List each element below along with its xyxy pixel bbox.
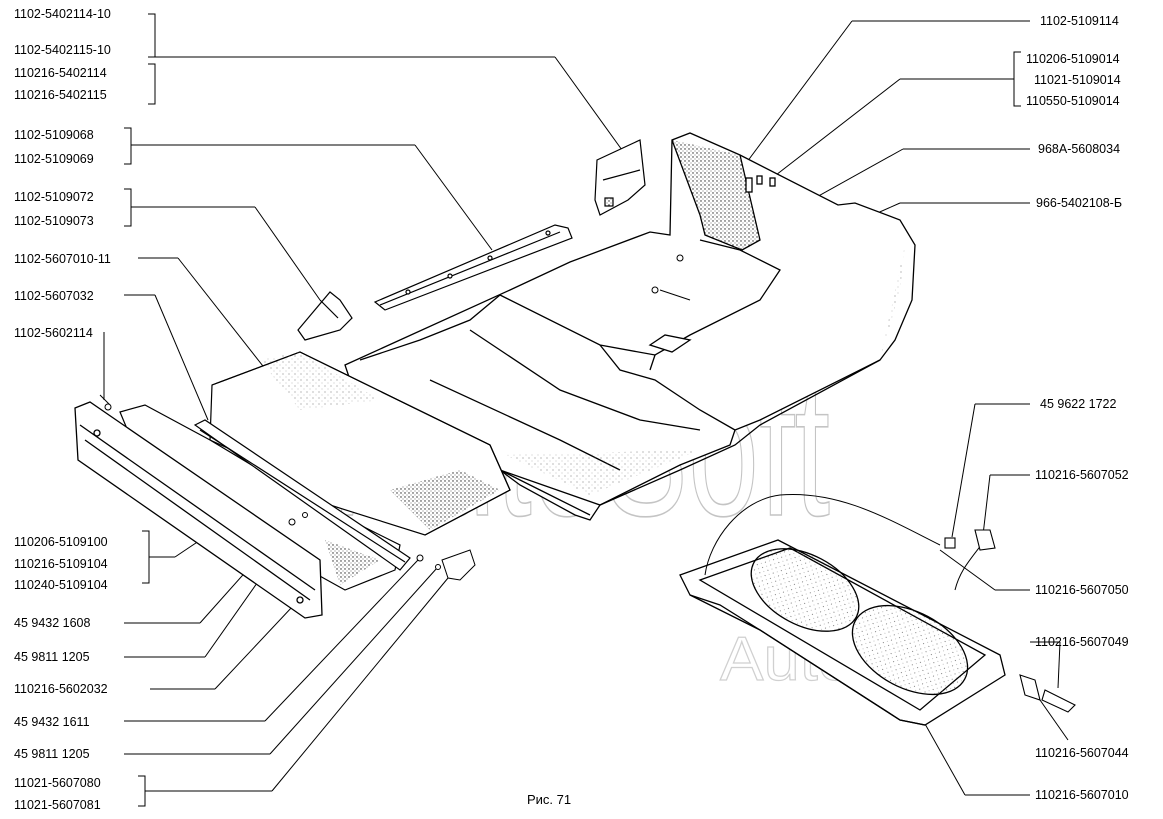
label-part-110550-5109014: 110550-5109014 [1026,94,1120,108]
label-part-11021-5109014: 11021-5109014 [1034,73,1121,87]
label-part-110206-5109014: 110206-5109014 [1026,52,1120,66]
rear-shelf [679,539,1006,726]
label-part-1102-5607010-11: 1102-5607010-11 [14,252,111,266]
trim-strip [373,224,573,311]
label-part-110216-5607050: 110216-5607050 [1035,583,1129,597]
bracket-group-4 [142,530,150,584]
bracket-group-6 [1013,51,1021,107]
bracket-group-5 [138,775,146,807]
label-part-11021-5607080: 11021-5607080 [14,776,101,790]
label-part-1102-5402115-10: 1102-5402115-10 [14,43,111,57]
label-part-1102-5602114: 1102-5602114 [14,326,93,340]
bracket-group-1b [148,63,156,105]
label-part-1102-5402114-10: 1102-5402114-10 [14,7,111,21]
screws [99,254,691,581]
label-part-1102-5607032: 1102-5607032 [14,289,94,303]
label-part-1102-5109072: 1102-5109072 [14,190,94,204]
label-part-45-9432-1611: 45 9432 1611 [14,715,90,729]
threshold-plate [74,401,323,619]
bracket-group-1a [148,13,156,58]
bracket-group-2 [124,127,132,165]
label-part-110216-5402115: 110216-5402115 [14,88,107,102]
label-part-45-9622-1722: 45 9622 1722 [1040,397,1117,411]
label-part-966-5402108-B: 966-5402108-Б [1036,196,1123,210]
label-part-110240-5109104: 110240-5109104 [14,578,108,592]
label-part-968A-5608034: 968A-5608034 [1038,142,1121,156]
label-part-45-9432-1608: 45 9432 1608 [14,616,91,630]
cargo-mat [209,351,511,536]
label-part-110216-5607049: 110216-5607049 [1035,635,1129,649]
label-part-45-9811-1205-a: 45 9811 1205 [14,650,90,664]
label-part-110216-5607052: 110216-5607052 [1035,468,1129,482]
bracket-group-3 [124,188,132,227]
figure-caption: Рис. 71 [527,792,572,807]
label-part-45-9811-1205-b: 45 9811 1205 [14,747,90,761]
label-part-1102-5109073: 1102-5109073 [14,214,94,228]
label-part-1102-5109069: 1102-5109069 [14,152,94,166]
label-part-1102-5109114: 1102-5109114 [1040,14,1119,28]
label-part-110216-5602032: 110216-5602032 [14,682,108,696]
label-part-110216-5402114: 110216-5402114 [14,66,107,80]
sill-strip [193,419,411,571]
wheel-arch-panel [594,139,646,216]
label-part-110216-5607044: 110216-5607044 [1035,746,1129,760]
shelf-hinges [944,529,1076,713]
label-part-110216-5109104: 110216-5109104 [14,557,108,571]
label-part-11021-5607081: 11021-5607081 [14,798,101,812]
label-part-110216-5607010: 110216-5607010 [1035,788,1129,802]
floor-carpet [344,132,916,521]
label-part-1102-5109068: 1102-5109068 [14,128,94,142]
small-bracket [297,291,353,341]
label-part-110206-5109100: 110206-5109100 [14,535,108,549]
